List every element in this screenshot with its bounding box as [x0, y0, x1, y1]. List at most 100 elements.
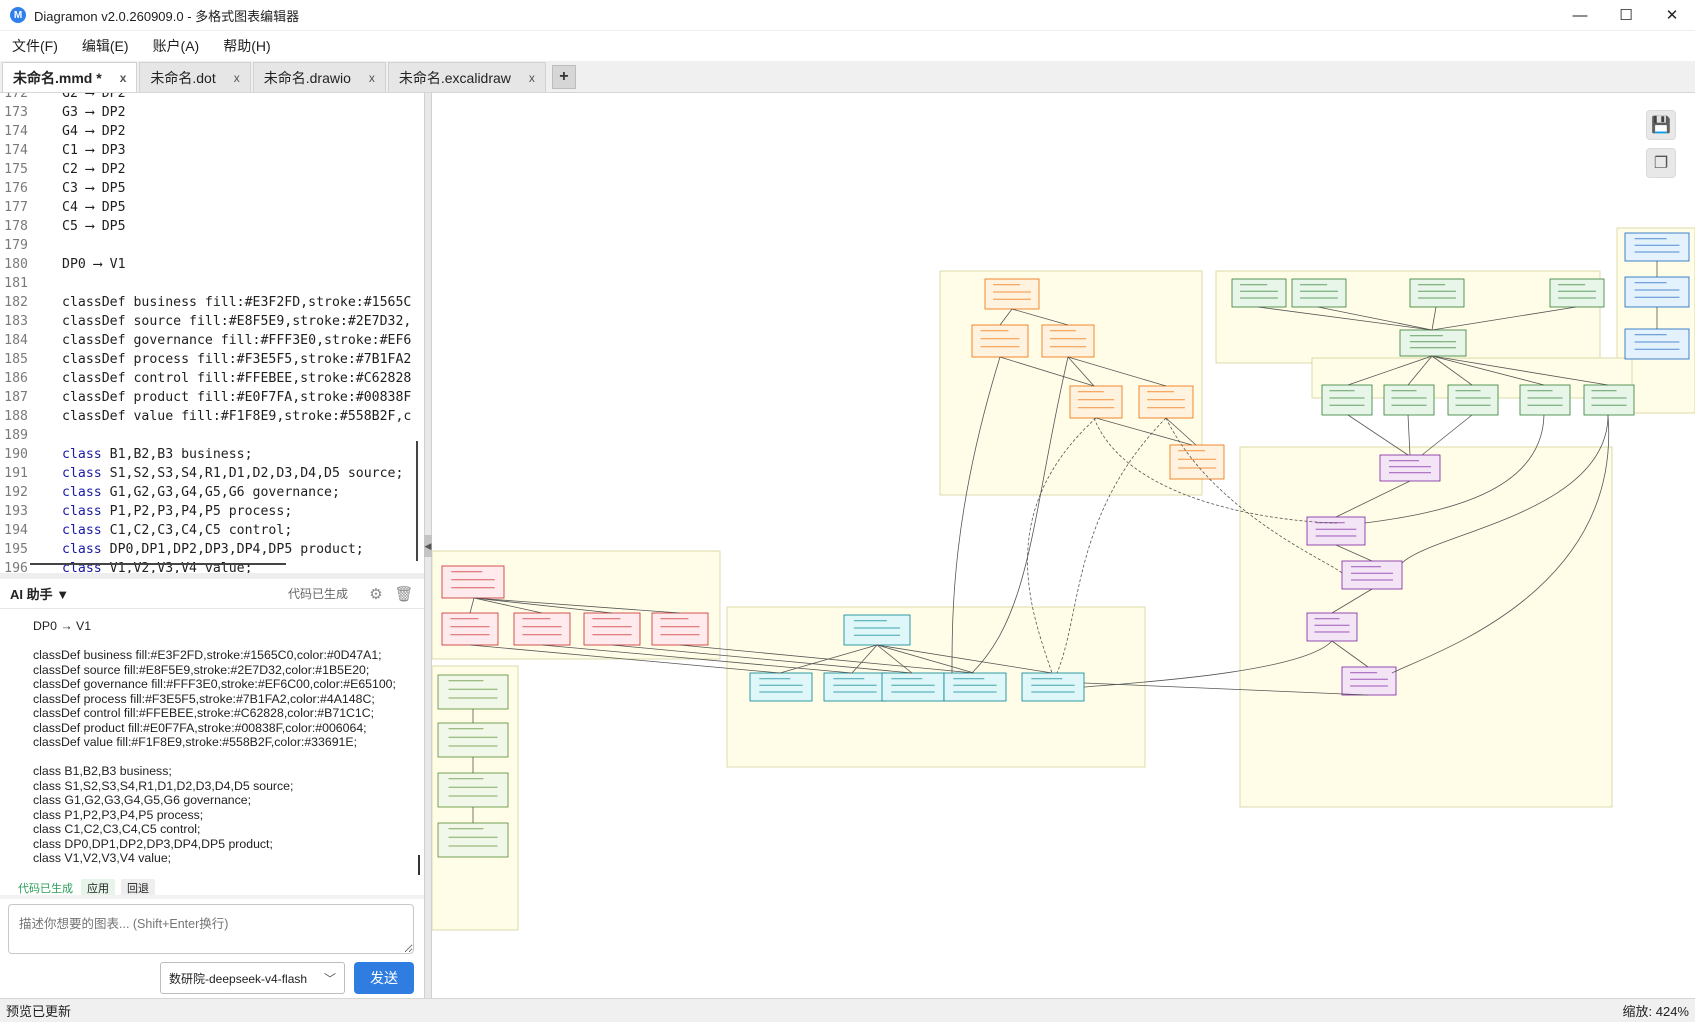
diagram-node[interactable] — [1041, 324, 1095, 358]
tab-close-button[interactable]: x — [528, 70, 535, 85]
model-select[interactable]: 数研院-deepseek-v4-flash ﹀ — [160, 962, 345, 994]
diagram-node[interactable] — [881, 672, 945, 702]
node-text-placeholder — [660, 618, 689, 620]
diagram-node[interactable] — [1306, 516, 1366, 546]
diagram-node[interactable] — [843, 614, 911, 646]
diagram-canvas[interactable] — [432, 93, 1695, 998]
node-text-placeholder — [1634, 341, 1680, 343]
diagram-node[interactable] — [1409, 278, 1465, 308]
apply-button[interactable]: 应用 — [81, 879, 115, 897]
diagram-node[interactable] — [1069, 385, 1123, 419]
diagram-node[interactable] — [1321, 384, 1373, 416]
menu-edit[interactable]: 编辑(E) — [81, 38, 129, 54]
diagram-node[interactable] — [1341, 666, 1397, 696]
node-text-placeholder — [1634, 244, 1680, 246]
diagram-node[interactable] — [984, 278, 1040, 310]
diagram-preview[interactable]: 💾 ❐ — [432, 93, 1695, 998]
editor-vertical-scrollbar[interactable] — [416, 441, 418, 561]
diagram-node[interactable] — [1399, 329, 1467, 357]
node-text-placeholder — [660, 626, 700, 628]
diagram-node[interactable] — [1138, 385, 1194, 419]
menu-file[interactable]: 文件(F) — [12, 38, 58, 54]
diagram-node[interactable] — [971, 324, 1029, 358]
diagram-cluster[interactable] — [939, 270, 1203, 496]
menu-help[interactable]: 帮助(H) — [223, 38, 271, 54]
tab-drawio[interactable]: 未命名.drawio x — [252, 62, 386, 92]
diagram-node[interactable] — [1624, 276, 1690, 308]
node-text-placeholder — [1314, 624, 1350, 626]
node-text-placeholder — [448, 688, 498, 690]
gear-icon[interactable]: ⚙ — [369, 585, 383, 603]
diagram-node[interactable] — [1306, 612, 1358, 642]
diagram-edge — [1335, 544, 1373, 562]
diagram-node[interactable] — [1383, 384, 1435, 416]
editor-horizontal-scrollbar[interactable] — [30, 563, 286, 565]
diagram-node[interactable] — [1583, 384, 1635, 416]
diagram-node[interactable] — [1379, 454, 1441, 482]
diagram-node[interactable] — [651, 612, 709, 646]
minimize-button[interactable]: — — [1572, 6, 1588, 24]
copy-icon[interactable]: ❐ — [1646, 148, 1676, 178]
code-text: C2 ⟶ DP2 — [62, 162, 126, 177]
node-text-placeholder — [1300, 284, 1328, 286]
diagram-node[interactable] — [1291, 278, 1347, 308]
tab-close-button[interactable]: x — [119, 70, 127, 85]
node-text-placeholder — [1350, 672, 1378, 674]
menu-account[interactable]: 账户(A) — [152, 38, 200, 54]
diagram-node[interactable] — [943, 672, 1007, 702]
line-number: 173 — [4, 105, 28, 120]
close-window-button[interactable]: ✕ — [1665, 7, 1679, 24]
maximize-button[interactable]: ☐ — [1619, 7, 1633, 24]
tab-close-button[interactable]: x — [368, 70, 375, 85]
editor-ai-splitter[interactable] — [0, 573, 424, 579]
node-text-placeholder — [953, 678, 985, 680]
diagram-node[interactable] — [1624, 328, 1690, 360]
diagram-node[interactable] — [441, 565, 505, 599]
ai-assistant-header: AI 助手 ▼ 代码已生成 ⚙ 🗑 — [0, 579, 424, 609]
diagram-node[interactable] — [823, 672, 887, 702]
diagram-cluster[interactable] — [1239, 446, 1613, 808]
code-keyword: class — [62, 485, 102, 500]
diagram-node[interactable] — [1624, 232, 1690, 262]
ai-assistant-toggle[interactable]: AI 助手 ▼ — [10, 587, 70, 602]
add-tab-button[interactable]: + — [551, 65, 576, 89]
node-text-placeholder — [451, 579, 495, 581]
rollback-button[interactable]: 回退 — [121, 879, 155, 897]
diagram-node[interactable] — [441, 612, 499, 646]
tab-mmd[interactable]: 未命名.mmd * x — [2, 62, 138, 92]
collapse-handle-icon[interactable]: ◀ — [424, 535, 432, 557]
save-icon[interactable]: 💾 — [1646, 110, 1676, 140]
diagram-node[interactable] — [1519, 384, 1571, 416]
node-text-placeholder — [1409, 341, 1457, 343]
diagram-node[interactable] — [1447, 384, 1499, 416]
code-keyword: class — [62, 466, 102, 481]
diagram-node[interactable] — [1341, 560, 1403, 590]
diagram-node[interactable] — [513, 612, 571, 646]
code-text: G1,G2,G3,G4,G5,G6 governance; — [101, 485, 340, 500]
node-text-placeholder — [1527, 397, 1563, 399]
node-text-placeholder — [1178, 450, 1206, 452]
prompt-input[interactable] — [8, 904, 414, 954]
node-text-placeholder — [592, 618, 621, 620]
tab-close-button[interactable]: x — [233, 70, 240, 85]
diagram-node[interactable] — [583, 612, 641, 646]
ai-input-splitter[interactable] — [0, 895, 424, 899]
diagram-node[interactable] — [1231, 278, 1287, 308]
trash-icon[interactable]: 🗑 — [394, 585, 414, 603]
tab-excalidraw[interactable]: 未命名.excalidraw x — [387, 62, 546, 92]
send-button[interactable]: 发送 — [354, 962, 414, 994]
diagram-node[interactable] — [749, 672, 813, 702]
ai-output-scrollbar[interactable] — [418, 855, 420, 875]
diagram-edge — [1095, 417, 1193, 446]
tab-dot[interactable]: 未命名.dot x — [139, 62, 251, 92]
line-number: 177 — [4, 200, 28, 215]
diagram-node[interactable] — [1549, 278, 1605, 308]
line-number: 174 — [4, 143, 28, 158]
node-text-placeholder — [1240, 290, 1278, 292]
diagram-node[interactable] — [1021, 672, 1085, 702]
